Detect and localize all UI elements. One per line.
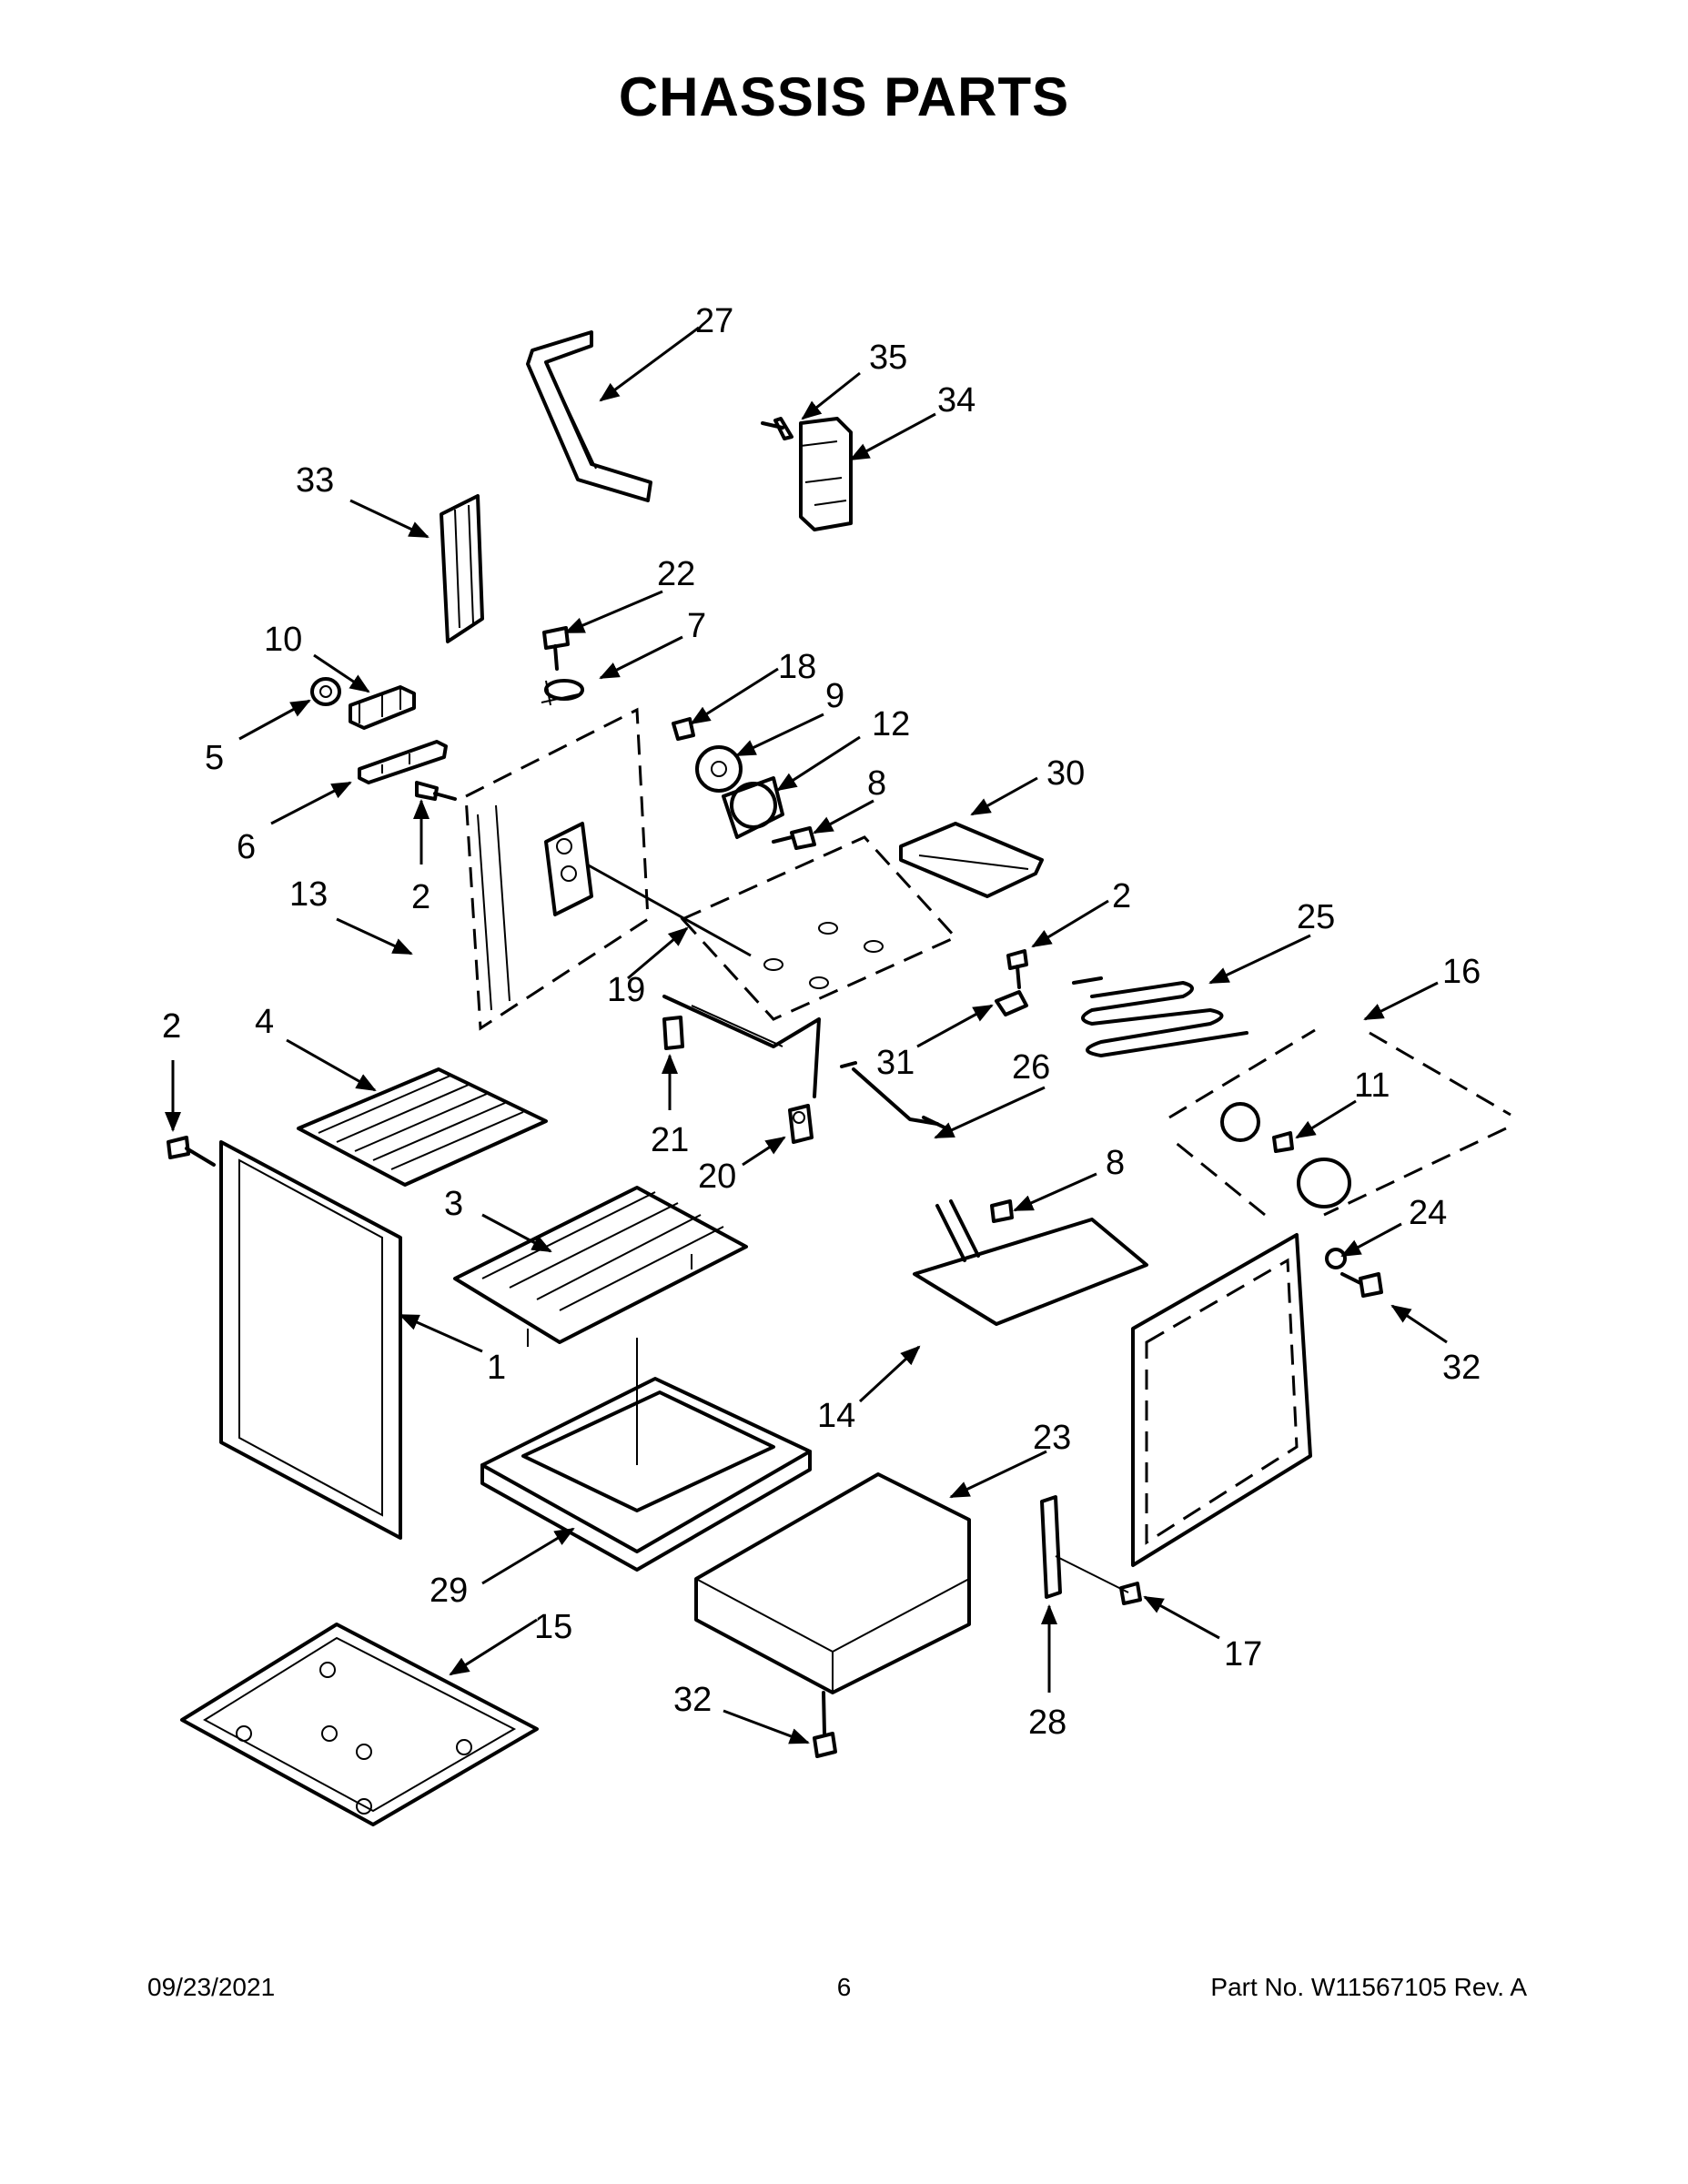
callout-2: 2 [411, 878, 430, 916]
callout-15: 15 [534, 1608, 572, 1646]
callout-30: 30 [1046, 754, 1085, 793]
callout-26: 26 [1012, 1048, 1050, 1087]
callout-24: 24 [1409, 1194, 1447, 1232]
part-5-nut [310, 677, 341, 706]
callout-7: 7 [687, 607, 706, 645]
part-28-bracket [1040, 1495, 1129, 1599]
part-22-screw [542, 626, 570, 671]
callout-5: 5 [205, 739, 224, 777]
part-1-door-panel [219, 1140, 402, 1540]
part-30-bracket [899, 822, 1044, 898]
callout-16: 16 [1442, 953, 1481, 991]
callout-34: 34 [937, 381, 975, 420]
part-10-bracket [349, 685, 416, 730]
part-2-screw-front [167, 1136, 216, 1167]
callout-27: 27 [695, 302, 733, 340]
callout-3: 3 [444, 1185, 463, 1223]
part-32-screw-right [1340, 1272, 1383, 1298]
part-6-bracket [358, 740, 448, 784]
callout-22: 22 [657, 555, 695, 593]
callout-25: 25 [1297, 898, 1335, 936]
callout-19: 19 [607, 971, 645, 1009]
footer-page-number: 6 [836, 1973, 852, 2001]
callout-20: 20 [698, 1158, 736, 1196]
part-34-bracket-block [799, 417, 853, 531]
callout-32: 32 [1442, 1349, 1481, 1387]
callout-4: 4 [255, 1003, 274, 1041]
callout-6: 6 [237, 828, 256, 866]
part-35-screw [761, 417, 793, 440]
part-15-bottom-pan [180, 1623, 539, 1826]
part-12-fan-motor [722, 776, 784, 839]
callout-32: 32 [673, 1681, 712, 1719]
part-8-screw-lower [990, 1199, 1014, 1223]
part-29-drawer-frame [480, 1338, 812, 1572]
part-2-screw-rear [415, 781, 457, 801]
part-17-screw [1119, 1582, 1142, 1605]
part-4-oven-rack [297, 1067, 548, 1187]
part-33-vertical-bracket [440, 494, 484, 643]
callout-labels: 27 35 34 33 22 7 10 18 9 12 5 8 30 6 2 1… [162, 302, 1481, 1742]
callout-11: 11 [1354, 1067, 1390, 1105]
footer-date: 09/23/2021 [147, 1973, 276, 2001]
part-23-drawer [694, 1472, 971, 1694]
callout-33: 33 [296, 461, 334, 500]
part-side-panel-right [1131, 1233, 1312, 1567]
part-16-kit [1168, 1028, 1511, 1217]
part-18-connector [672, 717, 695, 741]
part-8-screw-upper [772, 826, 816, 850]
callout-18: 18 [778, 648, 816, 686]
part-oven-cavity-top [662, 835, 958, 1098]
part-21-leveler [662, 1016, 684, 1050]
callout-8: 8 [867, 764, 886, 803]
callout-2: 2 [162, 1007, 181, 1046]
part-rear-panel [464, 707, 650, 1031]
callout-13: 13 [289, 875, 328, 914]
callout-14: 14 [817, 1397, 855, 1435]
part-3-wire-rack [453, 1186, 748, 1347]
part-20-component [788, 1104, 814, 1144]
callout-1: 1 [487, 1349, 506, 1387]
part-27-bracket [526, 330, 652, 502]
leader-arrows [165, 326, 1448, 1744]
callout-31: 31 [876, 1044, 915, 1082]
callout-29: 29 [430, 1572, 468, 1610]
callout-2: 2 [1112, 877, 1131, 915]
callout-8: 8 [1106, 1144, 1125, 1182]
page-title: CHASSIS PARTS [618, 66, 1070, 127]
part-2-screw-right [1006, 949, 1028, 989]
callout-35: 35 [869, 339, 907, 377]
callout-28: 28 [1028, 1704, 1066, 1742]
callout-21: 21 [651, 1121, 689, 1159]
callout-17: 17 [1224, 1635, 1262, 1673]
callout-10: 10 [264, 621, 302, 659]
footer-part-number: Part No. W11567105 Rev. A [1210, 1973, 1527, 2001]
callout-2: 2 [162, 1007, 181, 1046]
callout-12: 12 [872, 705, 910, 743]
part-14-bake-element [913, 1199, 1148, 1326]
part-24-nut [1325, 1248, 1347, 1269]
part-25-broil-element [1072, 976, 1248, 1057]
part-31-clip [995, 990, 1028, 1016]
part-7-bracket [541, 679, 584, 706]
callout-23: 23 [1033, 1419, 1071, 1457]
part-32-screw-bottom [813, 1691, 837, 1758]
callout-9: 9 [825, 677, 844, 715]
part-9-fan-blade [695, 745, 743, 793]
